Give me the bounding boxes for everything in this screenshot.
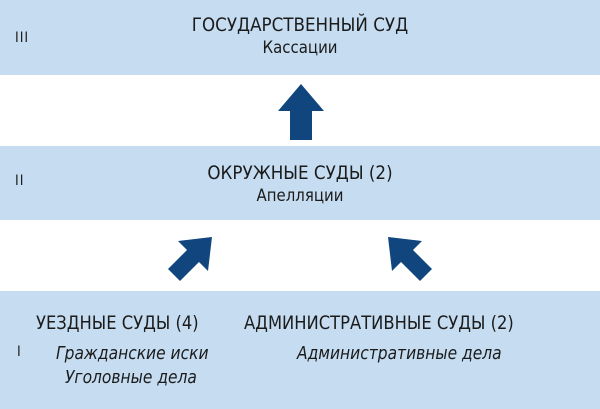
- level-3-numeral: III: [15, 30, 30, 46]
- arrow-up-left-icon: [388, 237, 432, 281]
- level-2-band: [0, 146, 600, 220]
- district-courts-subtitle: Апелляции: [256, 186, 344, 206]
- county-courts-criminal: Уголовные дела: [65, 367, 197, 388]
- level-2-numeral: II: [15, 173, 25, 189]
- county-courts-civil: Гражданские иски: [56, 343, 209, 364]
- level-1-band: [0, 291, 600, 409]
- level-3-band: [0, 0, 600, 75]
- level-1-numeral: I: [17, 344, 22, 360]
- arrow-up-right-icon: [168, 237, 212, 281]
- supreme-court-title: ГОСУДАРСТВЕННЫЙ СУД: [191, 14, 409, 36]
- supreme-court-subtitle: Кассации: [262, 38, 338, 58]
- administrative-courts-cases: Административные дела: [297, 343, 502, 364]
- county-courts-title: УЕЗДНЫЕ СУДЫ (4): [36, 312, 199, 334]
- administrative-courts-title: АДМИНИСТРАТИВНЫЕ СУДЫ (2): [244, 312, 514, 334]
- district-courts-title: ОКРУЖНЫЕ СУДЫ (2): [207, 162, 393, 184]
- arrow-up-icon: [278, 84, 324, 140]
